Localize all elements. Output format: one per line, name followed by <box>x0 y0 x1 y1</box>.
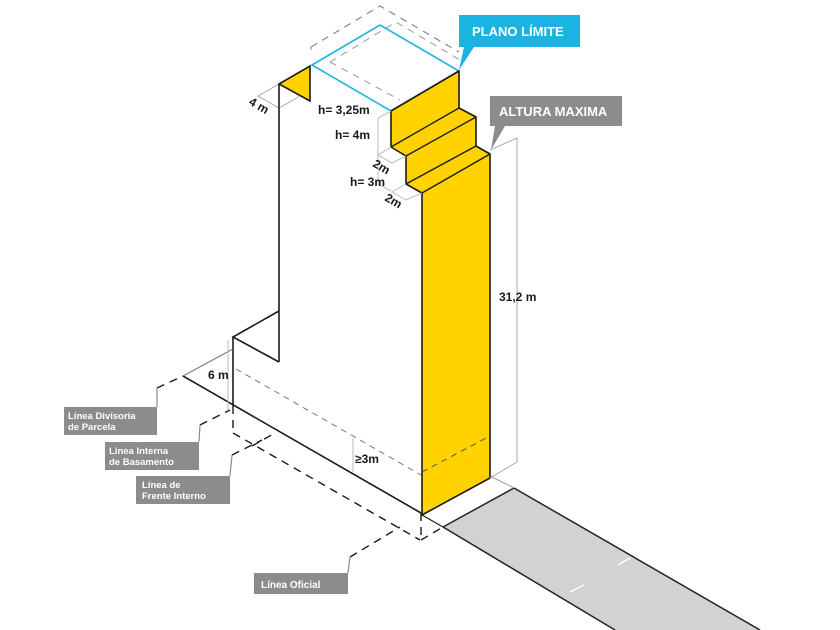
ground-line <box>182 375 422 514</box>
step2-dim: 2m <box>383 190 405 211</box>
plano-limite-label: PLANO LÍMITE <box>472 24 564 39</box>
svg-text:de Basamento: de Basamento <box>109 457 174 468</box>
h1-dim: h= 3,25m <box>318 103 370 117</box>
linea-oficial-label: Línea Oficial <box>254 573 348 594</box>
svg-text:de Parcela: de Parcela <box>68 422 116 433</box>
svg-text:Línea Oficial: Línea Oficial <box>261 580 321 591</box>
plano-dashed-outline <box>310 5 460 53</box>
h2-dim: h= 4m <box>335 128 370 142</box>
base-height-dim: 6 m <box>208 368 229 382</box>
linea-basamento-label: Línea Interna de Basamento <box>105 442 199 470</box>
min-height-dim: ≥3m <box>355 452 379 466</box>
sidewalk <box>443 488 760 630</box>
svg-text:Línea Interna: Línea Interna <box>109 446 169 457</box>
yellow-facade <box>390 70 491 516</box>
altura-maxima-label: ALTURA MAXIMA <box>499 104 608 119</box>
plano-limite-callout: PLANO LÍMITE <box>459 15 580 70</box>
svg-text:Frente Interno: Frente Interno <box>142 491 206 502</box>
setback-triangle <box>277 64 311 103</box>
h3-dim: h= 3m <box>350 175 385 189</box>
height-dimension-line <box>489 137 518 479</box>
basement-notch <box>231 310 280 363</box>
altura-maxima-callout: ALTURA MAXIMA <box>490 96 622 150</box>
svg-text:Línea de: Línea de <box>142 480 181 491</box>
setback-top-dim: 4 m <box>247 94 272 116</box>
linea-divisoria-label: Línea Divisoria de Parcela <box>64 407 157 435</box>
linea-frente-interno-label: Línea de Frente Interno <box>136 476 230 504</box>
svg-text:Línea Divisoria: Línea Divisoria <box>68 411 136 422</box>
total-height-dim: 31,2 m <box>499 290 536 304</box>
